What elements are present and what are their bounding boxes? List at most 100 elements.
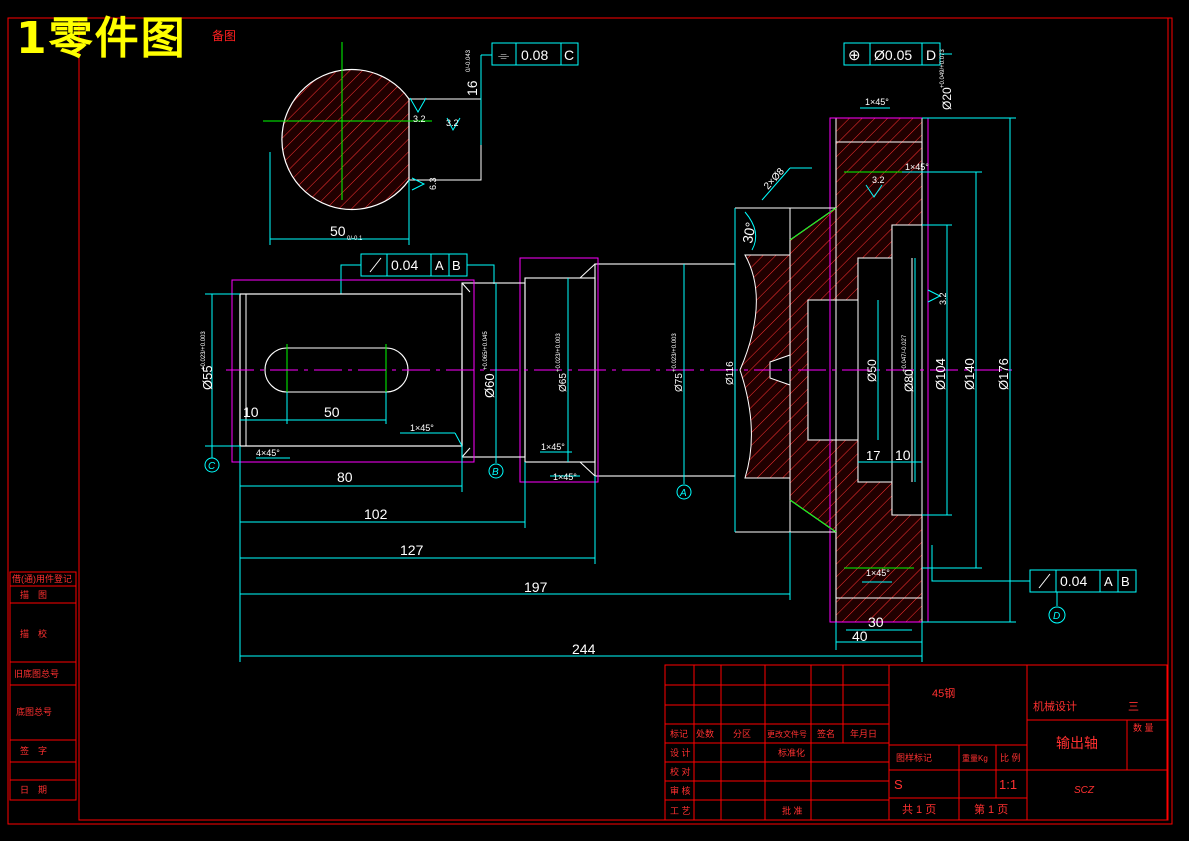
chamfer-1x45-f: 1×45°	[866, 568, 890, 578]
rough-32-a: 3.2	[872, 175, 885, 185]
d104-dim: Ø104	[933, 358, 948, 390]
runout-top-datum1: A	[435, 258, 444, 273]
len244-dim: 244	[572, 641, 596, 657]
chamfer-1x45-a: 1×45°	[410, 423, 434, 433]
len197-dim: 197	[524, 579, 548, 595]
datum-b-label: B	[492, 467, 499, 478]
rough-32-b: 3.2	[938, 292, 948, 305]
d80-dim: Ø80	[902, 369, 916, 392]
hdr-count: 处数	[696, 728, 714, 739]
company-name: 机械设计	[1033, 699, 1077, 713]
left-col-5: 签 字	[20, 745, 47, 756]
d75-tol: +0.023/+0.003	[672, 333, 678, 372]
chamfer-1x45-e: 1×45°	[905, 162, 929, 172]
runout-right-value: 0.04	[1060, 573, 1087, 589]
len40-dim: 40	[852, 628, 868, 644]
runout-right-datum1: A	[1104, 574, 1113, 589]
d65-dim: Ø65	[558, 373, 569, 392]
position-symbol: ⊕	[848, 47, 861, 64]
hdr-zone: 分区	[733, 729, 751, 739]
page-title: 1零件图	[16, 13, 187, 64]
runout-top-value: 0.04	[391, 257, 418, 273]
keyway-section-view	[263, 42, 492, 245]
roughness-2: 3.2	[446, 118, 459, 128]
hdr-mark: 标记	[670, 728, 688, 739]
process-label: 工 艺	[670, 806, 691, 816]
section-width-dim: 50	[330, 223, 346, 239]
position-value: Ø0.05	[874, 47, 912, 63]
d80-tol: +0.047/-0.027	[902, 334, 908, 372]
material: 45钢	[932, 687, 955, 700]
flatness-value: 0.08	[521, 47, 548, 63]
stage-value: S	[894, 777, 903, 792]
flatness-symbol: ⌯	[498, 47, 509, 63]
roughness-3: 6.3	[428, 177, 438, 190]
stage-label: 图样标记	[896, 752, 932, 763]
title-block	[664, 664, 1168, 821]
len102-dim: 102	[364, 506, 388, 522]
left-col-3: 旧底图总号	[14, 668, 59, 679]
key-offset-dim: 10	[243, 404, 259, 420]
len80-dim: 80	[337, 469, 353, 485]
roughness-1: 3.2	[413, 114, 426, 124]
runout-frame-top	[340, 253, 495, 294]
author-code: SCZ	[1074, 785, 1095, 796]
standard-label: 标准化	[778, 747, 805, 758]
len30-dim: 30	[868, 614, 884, 630]
chamfer-1x45-c: 1×45°	[553, 472, 577, 482]
chamfer-1x45-b: 1×45°	[541, 442, 565, 452]
datum-c-label: C	[208, 461, 216, 472]
flatness-tolerance-frame	[491, 42, 579, 66]
left-col-1: 描 图	[20, 589, 47, 600]
hole-chamfer-note: 2×Ø8	[762, 166, 787, 192]
left-col-4: 底图总号	[16, 706, 52, 717]
left-binding-column	[9, 571, 77, 801]
datum-a-label: A	[679, 488, 687, 499]
reviewer-label: 审 核	[670, 785, 691, 796]
runout-frame-right	[931, 545, 1137, 624]
shaft-main-view	[226, 117, 1015, 623]
datum-d-label: D	[1053, 611, 1060, 622]
key-length-dim: 50	[324, 404, 340, 420]
hdr-sign: 签名	[817, 728, 835, 739]
keyway-depth-dim: 16	[464, 80, 480, 96]
left-col-0: 借(通)用件登记	[12, 573, 72, 584]
chamfer-1x45-d: 1×45°	[865, 97, 889, 107]
d20-tol: +0.049/+0.073	[940, 49, 946, 88]
title-tag: 备图	[212, 29, 237, 43]
d20-dim: Ø20	[940, 87, 954, 110]
designer-label: 设 计	[670, 747, 691, 758]
d65-tol: +0.023/+0.003	[556, 333, 562, 372]
flatness-datum: C	[564, 47, 574, 63]
position-datum: D	[926, 47, 936, 63]
len17-dim: 17	[866, 448, 880, 463]
d60-dim: Ø60	[482, 373, 497, 398]
chamfer-4x45: 4×45°	[256, 448, 280, 458]
section-width-tol: 0/-0.1	[347, 236, 363, 242]
sheet-no: 第 1 页	[974, 802, 1008, 816]
len10-dim: 10	[895, 447, 911, 463]
d140-dim: Ø140	[962, 358, 977, 390]
qty-label: 数 量	[1133, 722, 1154, 733]
left-col-6: 日 期	[20, 785, 47, 795]
hdr-change: 更改文件号	[767, 729, 807, 739]
runout-top-datum2: B	[452, 258, 461, 273]
len127-dim: 127	[400, 542, 424, 558]
keyway-depth-tol: 0/-0.043	[466, 49, 472, 72]
d176-dim: Ø176	[996, 358, 1011, 390]
position-tolerance-frame	[843, 42, 952, 66]
drawing-frame	[7, 17, 1173, 825]
part-name: 输出轴	[1056, 735, 1098, 751]
checker-label: 校 对	[670, 766, 691, 777]
hdr-date: 年月日	[850, 728, 877, 739]
d116-dim: Ø116	[725, 361, 736, 385]
d50-dim: Ø50	[865, 359, 879, 382]
runout-right-datum2: B	[1121, 574, 1130, 589]
d75-dim: Ø75	[674, 373, 685, 392]
scale-value: 1:1	[999, 777, 1017, 792]
d55-tol: +0.023/+0.003	[201, 331, 207, 370]
approve-label: 批 准	[782, 805, 803, 816]
d55-dim: Ø55	[200, 365, 215, 390]
d60-tol: +0.065/+0.045	[483, 331, 489, 370]
